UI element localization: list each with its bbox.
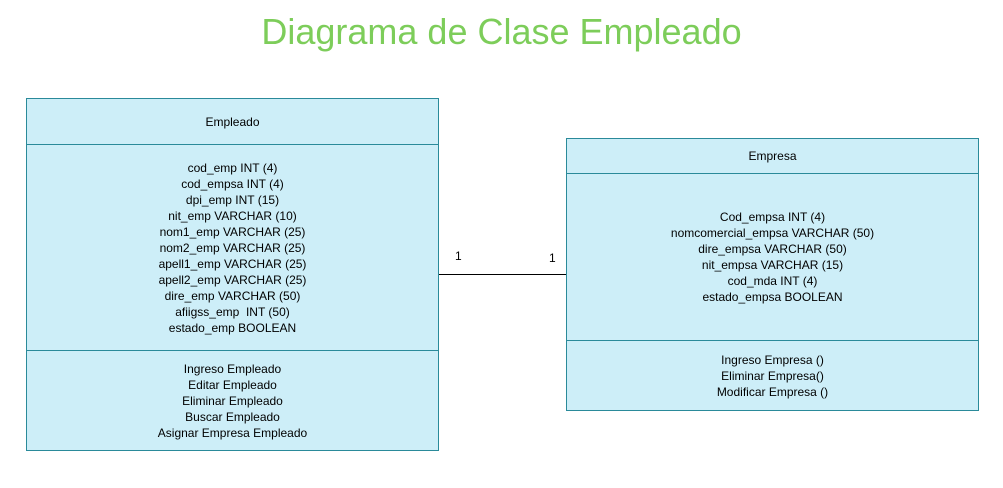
operation: Ingreso Empleado [183,361,282,376]
attribute: apell2_emp VARCHAR (25) [158,272,307,287]
attribute: dpi_emp INT (15) [185,192,280,207]
attributes-section: Cod_empsa INT (4) nomcomercial_empsa VAR… [567,174,978,341]
operation: Asignar Empresa Empleado [157,425,308,440]
diagram-title: Diagrama de Clase Empleado [261,11,742,52]
multiplicity-left: 1 [455,249,462,263]
operation: Eliminar Empresa() [721,368,824,383]
attribute: nom2_emp VARCHAR (25) [159,240,306,255]
multiplicity-right: 1 [549,251,556,265]
attribute: cod_mda INT (4) [727,274,818,288]
class-empresa[interactable]: Empresa Cod_empsa INT (4) nomcomercial_e… [566,138,979,411]
attribute: nit_empsa VARCHAR (15) [701,258,844,272]
class-empleado[interactable]: Empleado cod_emp INT (4) cod_empsa INT (… [26,98,439,451]
class-name: Empleado [205,114,260,129]
class-name-section: Empleado [27,99,438,145]
attribute: afiigss_emp INT (50) [175,304,290,319]
operation: Editar Empleado [188,377,277,392]
attribute: nit_emp VARCHAR (10) [168,208,297,223]
attribute: Cod_empsa INT (4) [719,210,826,224]
operation: Ingreso Empresa () [721,352,824,367]
attribute: dire_empsa VARCHAR (50) [698,242,847,256]
class-name: Empresa [748,149,797,163]
operations-section: Ingreso Empresa () Eliminar Empresa() Mo… [567,341,978,410]
class-name-section: Empresa [567,139,978,174]
operations-section: Ingreso Empleado Editar Empleado Elimina… [27,351,438,450]
operation: Eliminar Empleado [182,393,283,408]
attribute: nom1_emp VARCHAR (25) [159,224,306,239]
operation: Buscar Empleado [185,409,280,424]
attribute: estado_emp BOOLEAN [168,320,297,335]
attribute: estado_empsa BOOLEAN [702,290,843,304]
attributes-section: cod_emp INT (4) cod_empsa INT (4) dpi_em… [27,145,438,351]
operation: Modificar Empresa () [716,384,829,399]
attribute: dire_emp VARCHAR (50) [164,288,301,303]
association-line[interactable] [439,274,566,275]
attribute: cod_emp INT (4) [187,160,278,175]
attribute: cod_empsa INT (4) [181,176,284,191]
attribute: apell1_emp VARCHAR (25) [158,256,307,271]
attribute: nomcomercial_empsa VARCHAR (50) [670,226,875,240]
